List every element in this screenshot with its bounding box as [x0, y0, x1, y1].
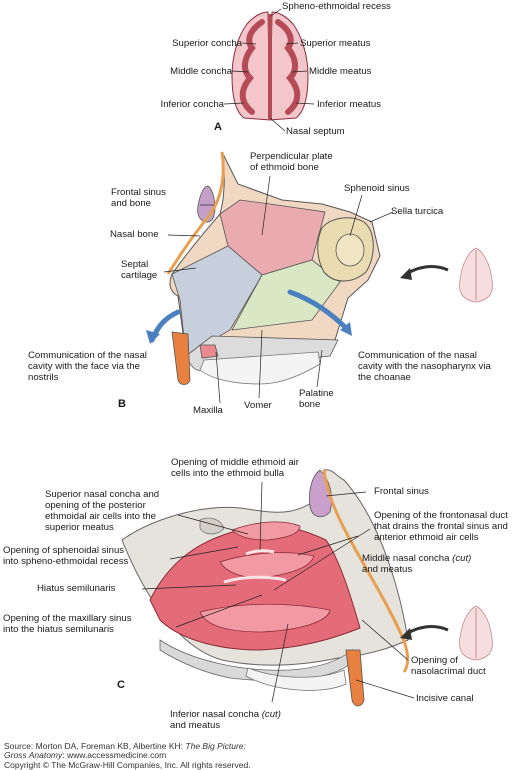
label-superior-concha: Superior concha — [172, 38, 242, 49]
label-inferior-nasal-concha: Inferior nasal concha (cut)and meatus — [170, 709, 281, 731]
panel-letter-a: A — [214, 121, 222, 133]
label-sella-turcica: Sella turcica — [391, 206, 444, 217]
label-middle-meatus: Middle meatus — [309, 66, 372, 77]
source-citation: Source: Morton DA, Foreman KB, Albertine… — [4, 741, 246, 751]
label-spheno-ethmoidal-recess: Spheno-ethmoidal recess — [282, 1, 391, 12]
label-maxilla: Maxilla — [193, 405, 223, 416]
label-middle-nasal-concha: Middle nasal concha (cut)and meatus — [362, 553, 472, 575]
label-hiatus-semilunaris: Hiatus semilunaris — [37, 583, 116, 594]
label-inferior-concha: Inferior concha — [160, 99, 224, 110]
label-superior-meatus: Superior meatus — [300, 38, 371, 49]
label-middle-concha: Middle concha — [170, 66, 232, 77]
copyright-notice: Copyright © The McGraw-Hill Companies, I… — [4, 760, 251, 770]
panel-letter-b: B — [118, 398, 126, 410]
panel-c-lateral-wall — [121, 469, 493, 707]
panel-letter-c: C — [117, 679, 125, 691]
panel-b-septum — [146, 151, 493, 385]
label-nasal-septum: Nasal septum — [286, 126, 345, 137]
source-citation-url: Gross Anatomy: www.accessmedicine.com — [4, 750, 167, 760]
label-sphenoid-sinus: Sphenoid sinus — [344, 183, 410, 194]
panel-a-coronal-section — [231, 11, 309, 121]
label-frontal-sinus: Frontal sinus — [374, 486, 429, 497]
leader-lines — [141, 8, 415, 703]
label-incisive-canal: Incisive canal — [416, 693, 474, 704]
label-nasal-bone: Nasal bone — [110, 229, 159, 240]
label-inferior-meatus: Inferior meatus — [317, 99, 381, 110]
label-vomer: Vomer — [244, 400, 272, 411]
